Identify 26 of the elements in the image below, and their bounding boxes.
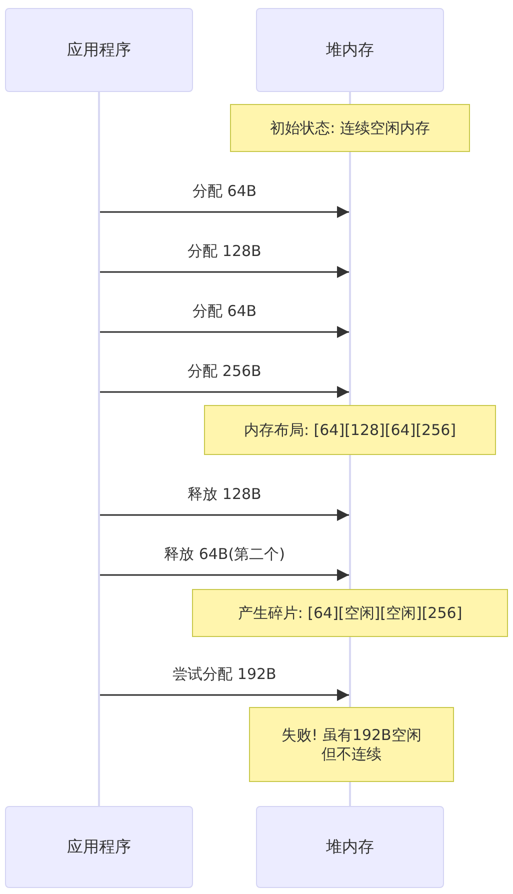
lifeline — [349, 152, 351, 405]
arrow — [100, 386, 349, 398]
lifeline — [349, 782, 351, 806]
arrow — [100, 509, 349, 521]
lifeline — [98, 92, 100, 806]
note-box: 内存布局: [64][128][64][256] — [204, 405, 496, 455]
note-box: 初始状态: 连续空闲内存 — [230, 104, 470, 152]
edge-label: 分配 128B — [186, 242, 264, 261]
lifeline — [349, 637, 351, 707]
edge-label: 释放 128B — [186, 485, 264, 504]
participant-box: 应用程序 — [5, 8, 193, 92]
arrow — [100, 569, 349, 581]
participant-box: 应用程序 — [5, 806, 193, 888]
participant-box: 堆内存 — [256, 806, 444, 888]
edge-label: 释放 64B(第二个) — [162, 545, 287, 564]
participant-box: 堆内存 — [256, 8, 444, 92]
note-box: 产生碎片: [64][空闲][空闲][256] — [192, 589, 508, 637]
edge-label: 尝试分配 192B — [170, 665, 278, 684]
note-box: 失败! 虽有192B空闲但不连续 — [249, 707, 454, 782]
arrow — [100, 266, 349, 278]
lifeline — [349, 92, 351, 104]
lifeline — [349, 455, 351, 589]
arrow — [100, 326, 349, 338]
arrow — [100, 689, 349, 701]
arrow — [100, 206, 349, 218]
edge-label: 分配 256B — [186, 362, 264, 381]
